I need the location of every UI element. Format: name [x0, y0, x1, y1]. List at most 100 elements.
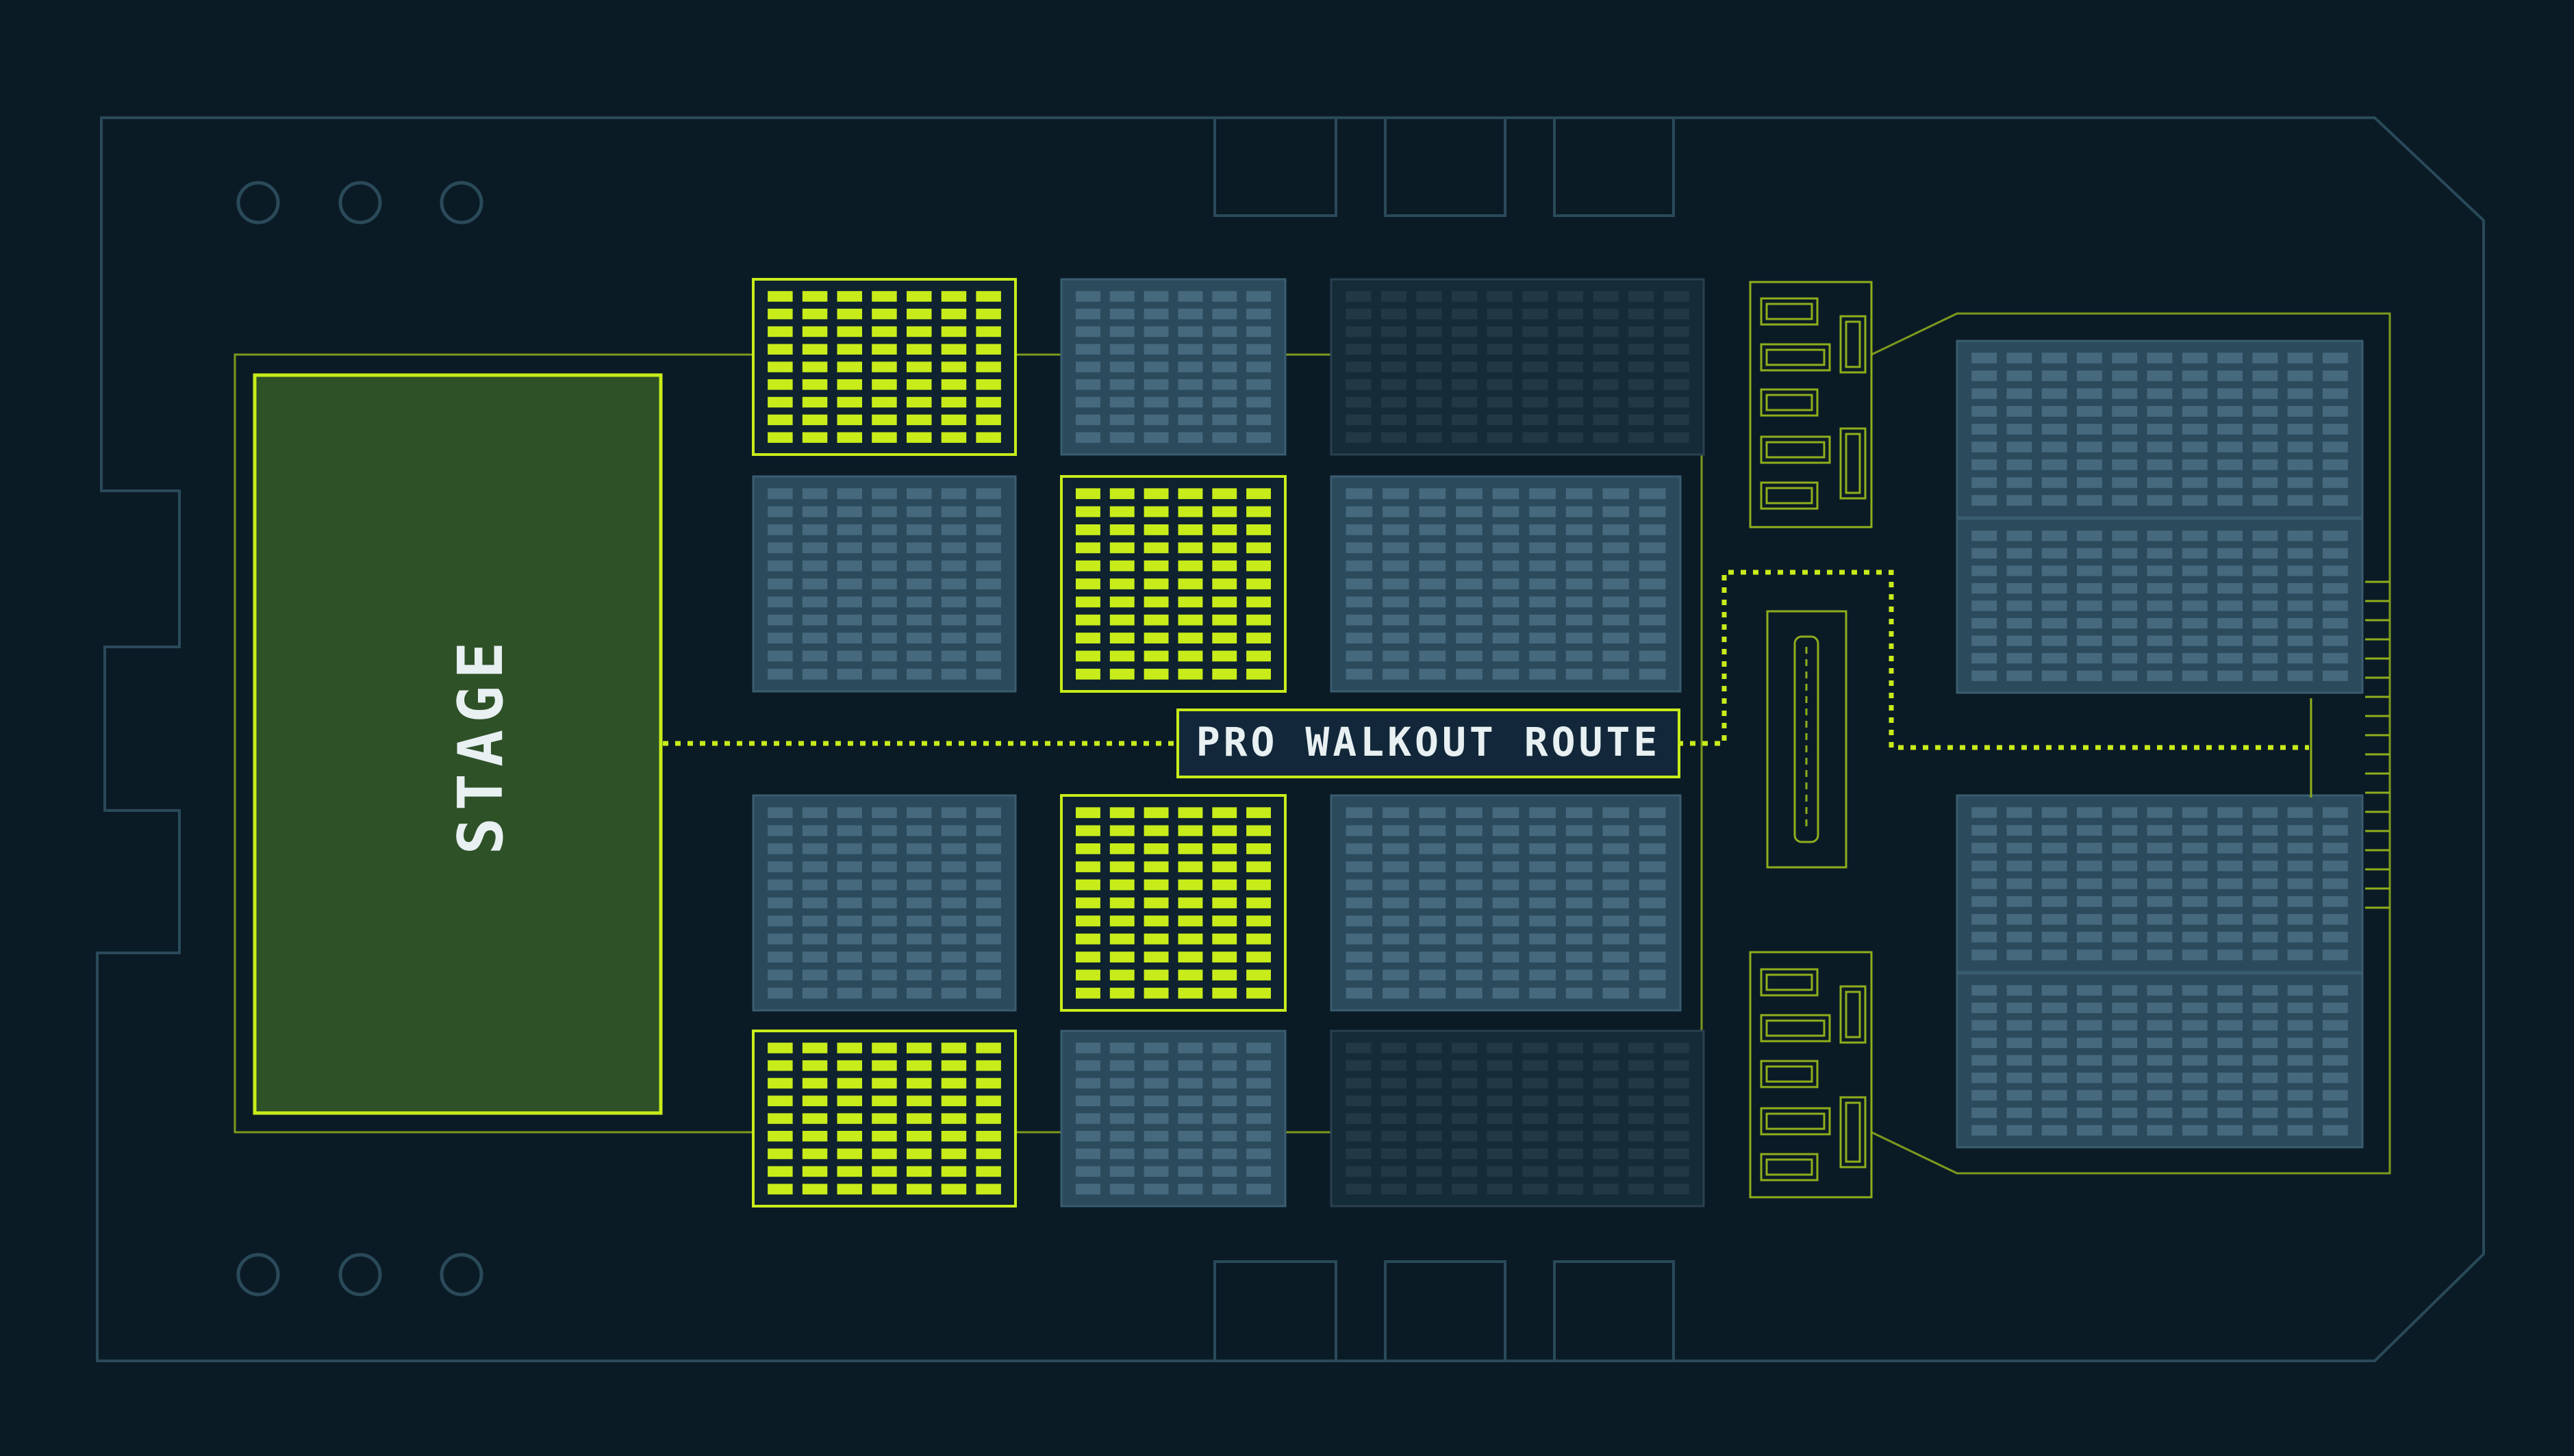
seat[interactable] [2182, 807, 2208, 818]
seat[interactable] [1346, 379, 1372, 390]
seat[interactable] [1178, 807, 1203, 819]
seat[interactable] [1076, 1148, 1100, 1160]
seat[interactable] [1602, 596, 1629, 608]
seat[interactable] [1212, 1166, 1237, 1177]
seat[interactable] [2182, 878, 2208, 889]
seat[interactable] [802, 879, 828, 891]
seat[interactable] [2147, 896, 2173, 907]
seat[interactable] [1663, 344, 1689, 355]
seat[interactable] [941, 1095, 967, 1107]
seat[interactable] [1492, 933, 1519, 945]
seat[interactable] [1639, 807, 1666, 819]
seat[interactable] [872, 650, 897, 662]
seat[interactable] [941, 326, 967, 337]
seat[interactable] [2322, 477, 2348, 488]
seat[interactable] [837, 1113, 863, 1124]
seat[interactable] [1076, 1166, 1100, 1177]
seat[interactable] [1602, 915, 1629, 927]
seat[interactable] [1144, 432, 1169, 443]
seat[interactable] [1076, 897, 1100, 908]
seat[interactable] [1452, 326, 1478, 337]
seat[interactable] [2006, 985, 2032, 996]
seat[interactable] [2217, 424, 2243, 435]
seat[interactable] [802, 933, 828, 945]
seat[interactable] [1144, 1077, 1169, 1089]
seat[interactable] [2252, 353, 2278, 363]
seat[interactable] [1456, 915, 1482, 927]
seat[interactable] [768, 344, 793, 355]
seat[interactable] [2041, 1090, 2067, 1101]
seat[interactable] [2006, 617, 2032, 629]
seat[interactable] [2252, 825, 2278, 836]
seat[interactable] [1419, 843, 1446, 854]
seat[interactable] [872, 308, 897, 320]
seat[interactable] [837, 506, 863, 518]
seat[interactable] [837, 969, 863, 981]
seat[interactable] [2182, 353, 2208, 363]
seat[interactable] [1456, 879, 1482, 891]
seat[interactable] [1246, 432, 1271, 443]
seat[interactable] [872, 1184, 897, 1195]
seat[interactable] [2112, 896, 2138, 907]
seat[interactable] [2217, 985, 2243, 996]
seat[interactable] [1144, 596, 1169, 608]
seat[interactable] [1593, 414, 1619, 426]
seat[interactable] [976, 843, 1001, 854]
seat[interactable] [1456, 578, 1482, 589]
seat[interactable] [1383, 969, 1409, 981]
seat[interactable] [802, 596, 828, 608]
seat[interactable] [1144, 578, 1169, 589]
seat[interactable] [1663, 1131, 1689, 1142]
seat[interactable] [1557, 1148, 1583, 1160]
seat[interactable] [2252, 442, 2278, 452]
seat[interactable] [941, 825, 967, 836]
seat[interactable] [1522, 1184, 1548, 1195]
seat[interactable] [1628, 432, 1654, 443]
seat[interactable] [2112, 353, 2138, 363]
seat[interactable] [1212, 1043, 1237, 1053]
seat[interactable] [2217, 600, 2243, 611]
seat[interactable] [2147, 424, 2173, 435]
seat[interactable] [2217, 495, 2243, 506]
seat[interactable] [2077, 424, 2102, 435]
seat[interactable] [2112, 600, 2138, 611]
seat[interactable] [1452, 344, 1478, 355]
seat[interactable] [1246, 650, 1271, 662]
seat[interactable] [802, 326, 828, 337]
seat[interactable] [1663, 326, 1689, 337]
seat[interactable] [2322, 370, 2348, 381]
seat[interactable] [1419, 933, 1446, 945]
seat[interactable] [1529, 897, 1556, 908]
seat[interactable] [2077, 353, 2102, 363]
seat[interactable] [2006, 670, 2032, 681]
seat[interactable] [1593, 1113, 1619, 1124]
seat[interactable] [941, 432, 967, 443]
seat[interactable] [1565, 524, 1593, 535]
seat[interactable] [941, 650, 967, 662]
seat[interactable] [1383, 807, 1409, 819]
seat[interactable] [2322, 583, 2348, 594]
seat[interactable] [837, 987, 863, 999]
seat[interactable] [1109, 308, 1135, 320]
seat[interactable] [1346, 1184, 1372, 1195]
seat[interactable] [2217, 477, 2243, 488]
seat[interactable] [1971, 1072, 1997, 1084]
seat[interactable] [1565, 633, 1593, 643]
seat[interactable] [1492, 668, 1519, 680]
seat[interactable] [1593, 326, 1619, 337]
seat[interactable] [2287, 1037, 2313, 1049]
seat[interactable] [1178, 396, 1203, 408]
seat[interactable] [2041, 949, 2067, 960]
seat[interactable] [907, 1148, 932, 1160]
seat[interactable] [2041, 635, 2067, 646]
seat[interactable] [802, 843, 828, 854]
seat[interactable] [872, 291, 897, 302]
seat[interactable] [941, 524, 967, 535]
seat[interactable] [1416, 1148, 1442, 1160]
seat[interactable] [1383, 897, 1409, 908]
seat[interactable] [1246, 1095, 1271, 1107]
seat[interactable] [2041, 1072, 2067, 1084]
seat[interactable] [2041, 1055, 2067, 1066]
seat[interactable] [1212, 843, 1237, 854]
seat[interactable] [1212, 432, 1237, 443]
